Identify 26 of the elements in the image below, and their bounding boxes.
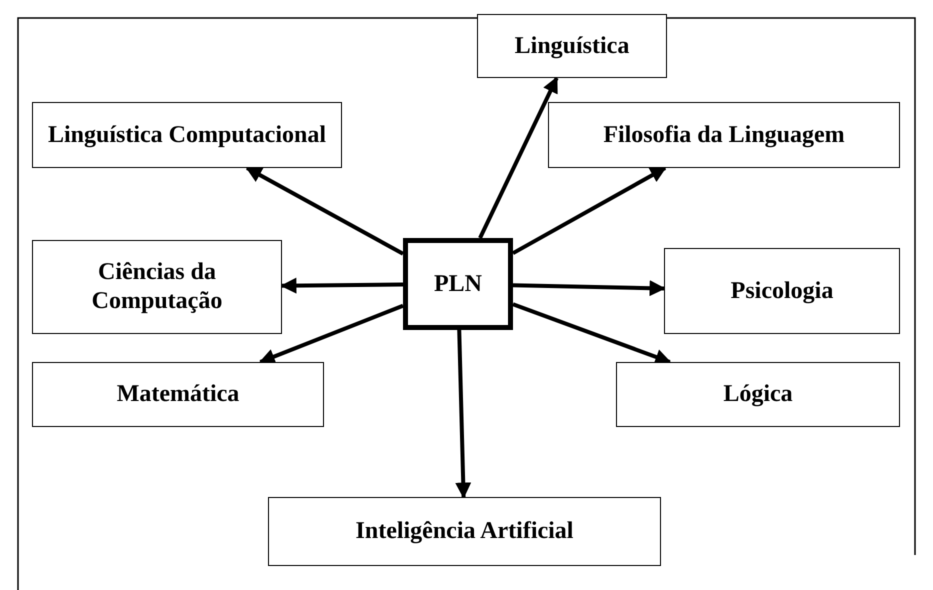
topic-box [616,362,900,427]
arrow [478,76,558,239]
arrow [512,166,666,255]
topic-label: Inteligência Artificial [356,517,574,546]
arrow [512,280,666,296]
arrow [280,278,404,294]
topic-label: Linguística Computacional [48,120,326,150]
topic-box [32,240,282,334]
topic-box [477,14,667,78]
arrow [246,166,404,256]
topic-label: PLN [434,270,482,298]
topic-label: Lógica [723,380,793,409]
topic-label: Matemática [116,380,240,409]
arrow [512,302,672,365]
arrow [258,304,404,364]
topic-box [268,497,661,566]
topic-box [32,102,342,168]
topic-label: Filosofia da Linguagem [603,120,845,150]
topic-box [548,102,900,168]
topic-label: Psicologia [730,276,834,306]
topic-box [664,248,900,334]
arrow [455,330,472,499]
topic-box [403,238,513,330]
topic-label: Linguística [514,32,630,60]
topic-label: Ciências da Computação [90,258,224,316]
topic-box [32,362,324,427]
